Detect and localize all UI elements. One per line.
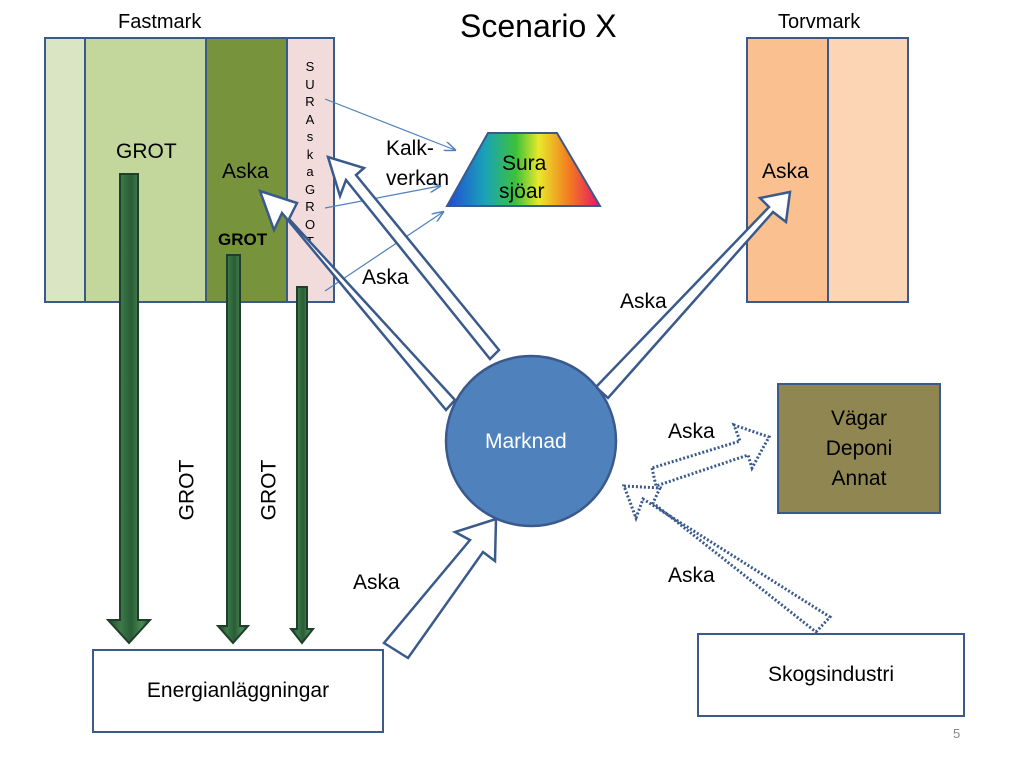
letter: k xyxy=(306,146,314,162)
marknad-label: Marknad xyxy=(485,430,567,453)
letter: O xyxy=(304,216,316,232)
letter: s xyxy=(306,129,314,144)
fastmark-label: Fastmark xyxy=(118,11,202,33)
torvmark-column-2 xyxy=(827,37,909,303)
kalkverkan-label-2: verkan xyxy=(386,167,450,190)
grot-arrow-3 xyxy=(288,286,316,645)
grot-arrow-2 xyxy=(215,254,251,645)
aska-label-arrow-torvmark: Aska xyxy=(620,290,667,313)
aska-dotted-arrows xyxy=(621,422,833,635)
skogsindustri-label: Skogsindustri xyxy=(767,663,895,686)
skogsindustri-box: Skogsindustri xyxy=(697,633,965,717)
letter: R xyxy=(305,199,315,214)
grot-arrow-1 xyxy=(105,173,153,645)
energianlaggningar-box: Energianläggningar xyxy=(92,649,384,733)
grot-vertical-label-2: GROT xyxy=(257,459,281,521)
aska-arrow-marknad-to-fastmark xyxy=(257,155,501,412)
marknad-circle xyxy=(444,354,618,528)
sura-sjoar-label-2: sjöar xyxy=(499,180,545,203)
letter: a xyxy=(306,164,314,179)
fastmark-column-aska xyxy=(205,37,288,303)
letter: A xyxy=(305,111,315,127)
kalkverkan-label-1: Kalk- xyxy=(386,137,434,160)
grot-bold-label: GROT xyxy=(218,230,268,249)
vagar-label: Vägar xyxy=(830,406,888,430)
aska-label-torvmark: Aska xyxy=(762,160,809,183)
grot-label-fastmark: GROT xyxy=(116,140,177,163)
page-number: 5 xyxy=(953,726,961,741)
aska-label-fastmark: Aska xyxy=(222,160,269,183)
fastmark-column-1 xyxy=(44,37,86,303)
letter: G xyxy=(304,181,316,197)
aska-arrow-marknad-to-torvmark xyxy=(594,190,792,400)
letter: S xyxy=(305,59,315,74)
aska-arrow-energi-to-marknad xyxy=(382,517,498,660)
aska-label-to-vagar: Aska xyxy=(668,420,715,443)
letter: R xyxy=(305,94,315,109)
aska-label-from-skogsindustri: Aska xyxy=(668,564,715,587)
energianlaggningar-label: Energianläggningar xyxy=(146,679,330,702)
torvmark-column-1 xyxy=(746,37,829,303)
sura-sjoar-shape xyxy=(445,132,602,207)
letter: U xyxy=(305,76,315,92)
kalkverkan-lines xyxy=(324,98,455,292)
grot-vertical-label-1: GROT xyxy=(175,459,199,521)
aska-label-arrow-fastmark: Aska xyxy=(362,266,409,289)
annat-label: Annat xyxy=(831,466,887,490)
slide-title: Scenario X xyxy=(460,8,617,44)
aska-label-from-energi: Aska xyxy=(353,571,400,594)
vagar-deponi-annat-box: Vägar Deponi Annat xyxy=(777,383,941,514)
torvmark-label: Torvmark xyxy=(778,11,861,33)
sura-sjoar-label-1: Sura xyxy=(502,152,547,175)
deponi-label: Deponi xyxy=(825,436,893,460)
